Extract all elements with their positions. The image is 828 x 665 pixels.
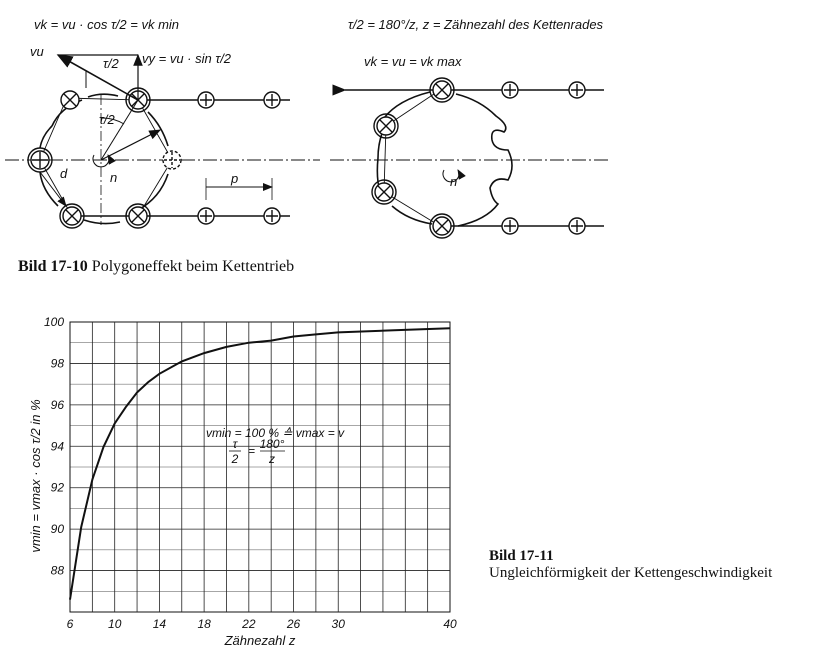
x-tick-label: 14 [153,617,167,631]
label-n-left: n [110,170,117,185]
annotation-two: 2 [231,452,239,466]
annotation-180: 180° [260,437,285,451]
series-points [69,328,451,600]
label-tau-half: τ/2 [103,56,119,71]
vu-vector [56,54,139,101]
chain-speed-chart: 88 90 92 94 96 98 100 6 10 14 18 22 26 30 40 Zähnezah… [28,315,457,648]
formula-vk-min: vk = vu · cos τ/2 = vk min [34,17,179,32]
rotation-arrow-right [442,169,466,183]
right-sprocket [376,91,513,227]
grid [70,322,450,612]
caption-number: Bild 17-10 [18,258,88,275]
chain-pins-left [27,87,281,229]
y-tick-label: 92 [51,481,65,495]
label-d: d [60,166,68,181]
caption-text-17-11: Ungleichförmigkeit der Kettengeschwindig… [489,565,773,581]
annotation: vmin = 100 % ≙ vmax = v τ 2 = 180° z [206,426,345,466]
series-line [69,327,451,600]
chain-pins-right [371,77,586,239]
x-tick-label: 6 [67,617,74,631]
x-tick-label: 40 [443,617,457,631]
y-tick-label: 88 [51,564,65,578]
label-p: p [230,171,238,186]
caption-number-17-11: Bild 17-11 [489,548,554,564]
x-tick-label: 18 [197,617,211,631]
caption-bild-17-10: Bild 17-10 Polygoneffekt beim Kettentrie… [18,258,294,276]
x-tick-label: 10 [108,617,122,631]
radius-line [100,99,139,161]
diameter-arrow [39,171,67,207]
y-tick-label: 90 [51,522,65,536]
tau-half-arc [100,117,125,125]
caption-text: Polygoneffekt beim Kettentrieb [91,258,295,275]
label-vy: vy = vu · sin τ/2 [142,51,232,66]
annotation-equals: = [248,444,255,458]
annotation-tau: τ [233,437,239,451]
annotation-z: z [268,452,275,466]
left-sprocket [39,93,169,225]
x-tick-labels: 6 10 14 18 22 26 30 40 [67,617,457,631]
y-tick-labels: 88 90 92 94 96 98 100 [44,315,64,578]
y-tick-label: 98 [51,356,65,370]
rotation-arrow-left [92,154,116,168]
y-tick-label: 96 [51,398,65,412]
label-vu: vu [30,44,44,59]
y-tick-label: 94 [51,439,65,453]
y-axis-label: vmin = vmax · cos τ/2 in % [28,399,43,552]
x-tick-label: 22 [241,617,256,631]
x-tick-label: 30 [332,617,346,631]
label-tau-half-angle: τ/2 [99,112,115,127]
annotation-line1: vmin = 100 % ≙ vmax = v [206,426,345,440]
label-vk-max: vk = vu = vk max [364,54,462,69]
caption-bild-17-11: Bild 17-11 Ungleichförmigkeit der Ketten… [489,548,809,582]
polygon-effect-diagram: vk = vu · cos τ/2 = vk min vu τ/2 vy = v… [5,17,610,239]
x-axis-label: Zähnezahl z [224,633,296,648]
formula-tau-half: τ/2 = 180°/z, z = Zähnezahl des Kettenra… [348,17,604,32]
x-tick-label: 26 [286,617,301,631]
y-tick-label: 100 [44,315,64,329]
label-n-right: n [450,174,457,189]
